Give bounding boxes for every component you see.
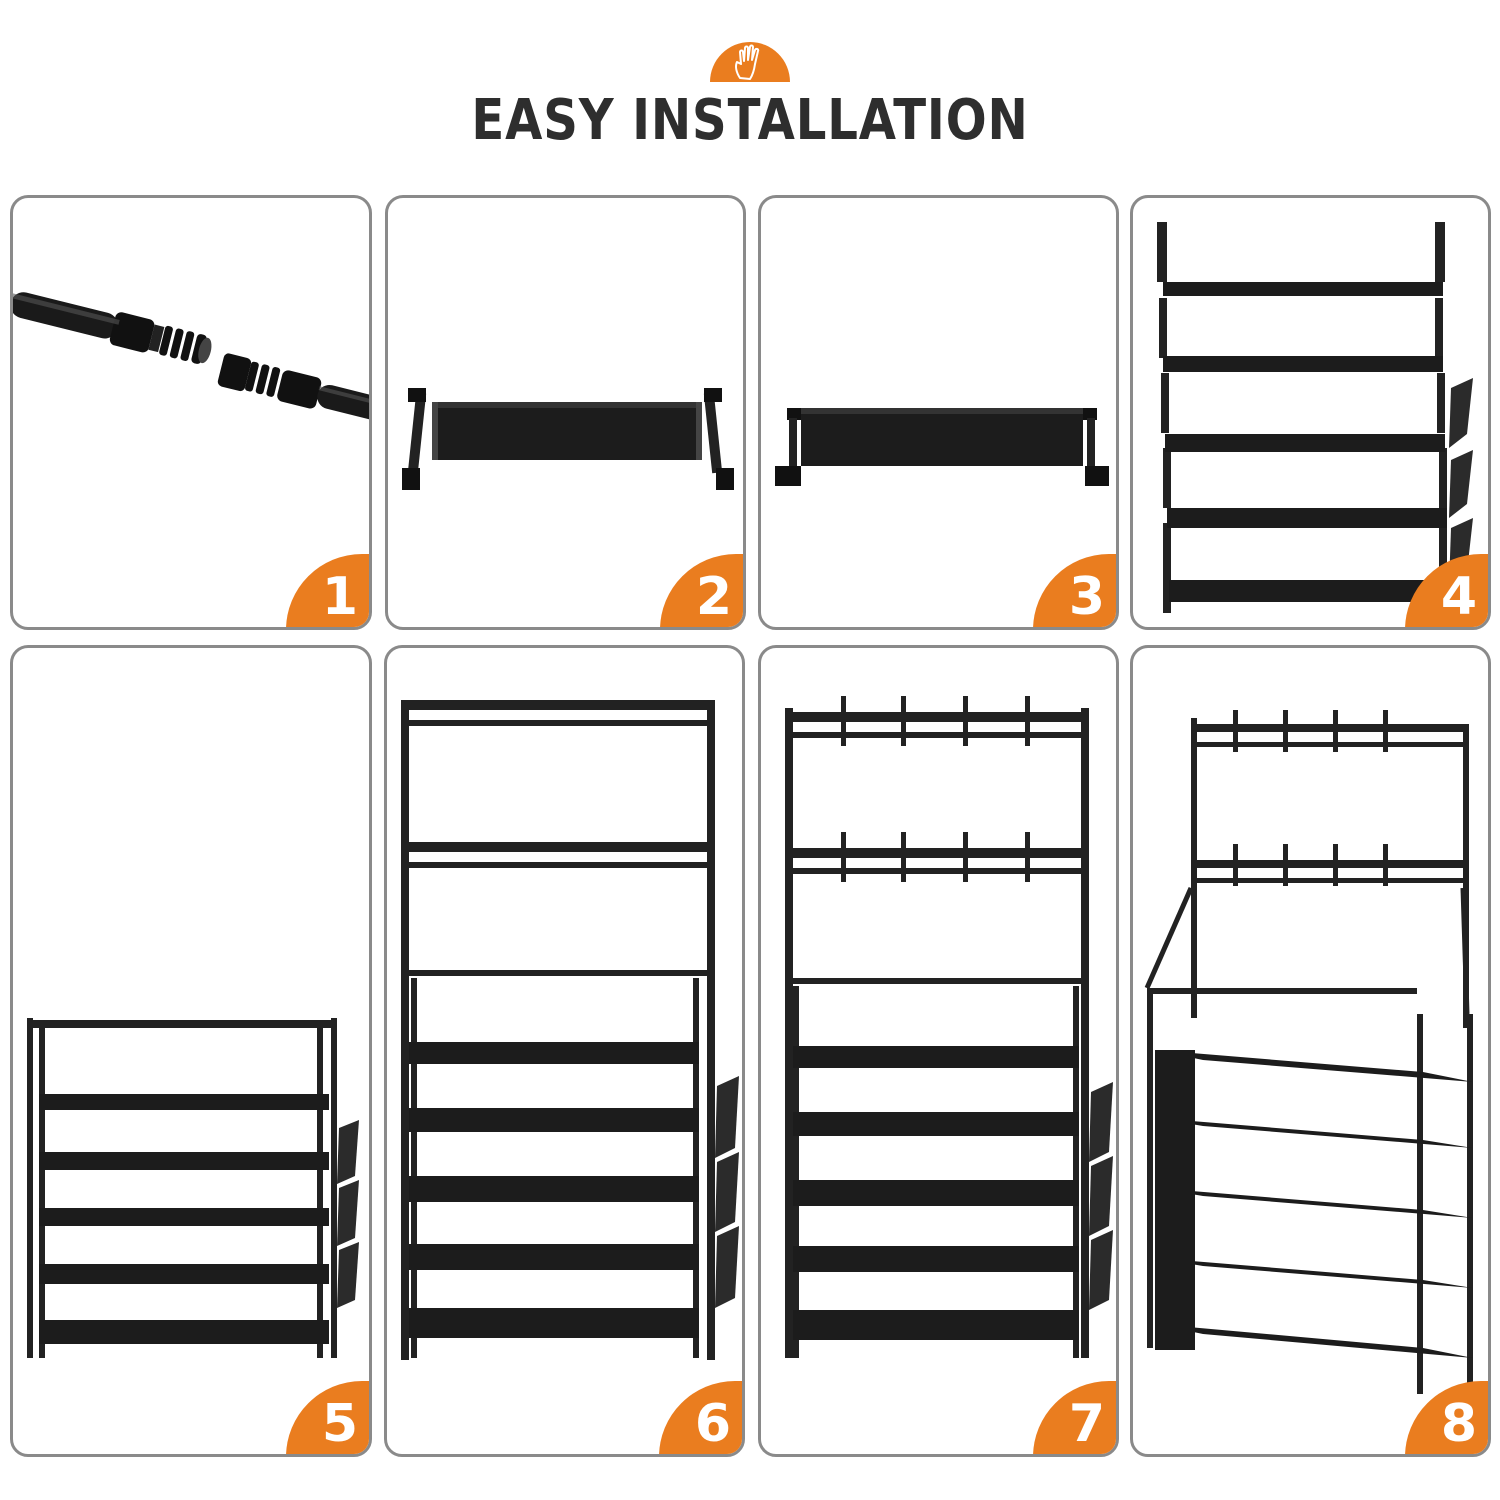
step-panel-3: 3 [758,195,1119,630]
header: EASY INSTALLATION [0,0,1500,180]
hand-icon [735,44,760,80]
stacked-shelves-illustration [1157,222,1473,613]
finished-rack-illustration [1144,710,1473,1394]
page-title: EASY INSTALLATION [471,88,1029,153]
step-number-badge: 8 [1405,1381,1488,1454]
shelf-parts-illustration [402,388,734,490]
rack-with-hooks-illustration [785,696,1113,1358]
step-panel-6: 6 [384,645,745,1457]
step-number-badge: 2 [660,554,743,627]
step-panel-2: 2 [385,195,746,630]
step-panel-4: 4 [1130,195,1491,630]
hand-badge [710,42,790,82]
step-panel-1: 1 [10,195,372,630]
step-panel-8: 8 [1130,645,1491,1457]
step-number-badge: 5 [286,1381,369,1454]
pole-connection-illustration [13,292,369,430]
rack-with-frame-illustration [401,700,739,1360]
assembled-shelf-illustration [775,408,1109,486]
step-number-badge: 4 [1405,554,1488,627]
step-panel-5: 5 [10,645,372,1457]
shoe-rack-illustration [27,1018,359,1358]
step-panel-7: 7 [758,645,1119,1457]
